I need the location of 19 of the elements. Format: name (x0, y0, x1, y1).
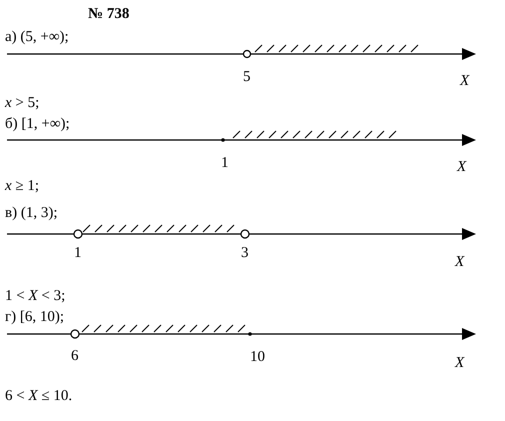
exercise-number: № 738 (88, 6, 130, 22)
inequality: 6 < X ≤ 10. (5, 388, 72, 404)
tick-label: 1 (74, 245, 82, 261)
inequality: 1 < X < 3; (5, 288, 66, 304)
tick-label: 10 (250, 349, 265, 365)
inequality: x > 5; (5, 95, 40, 111)
interval-notation: в) (1, 3); (5, 205, 58, 221)
tick-label: 5 (243, 69, 250, 85)
axis-label: X (455, 355, 464, 371)
inequality: x ≥ 1; (5, 178, 40, 194)
tick-label: 6 (71, 348, 78, 364)
axis-label: X (460, 73, 470, 89)
axis-label: X (455, 254, 464, 270)
axis-label: X (457, 159, 466, 175)
interval-notation: а) (5, +∞); (5, 29, 69, 45)
tick-label: 1 (221, 155, 228, 171)
interval-notation: г) [6, 10); (5, 309, 64, 325)
tick-label: 3 (241, 245, 248, 261)
interval-notation: б) [1, +∞); (5, 116, 70, 132)
